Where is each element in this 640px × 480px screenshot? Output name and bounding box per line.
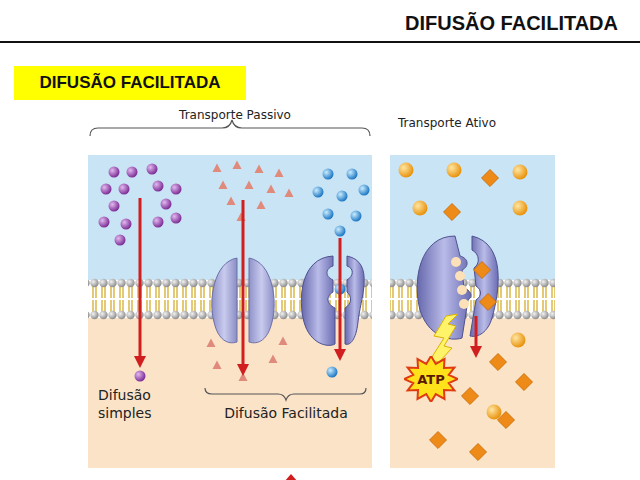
purple-molecules xyxy=(99,164,182,382)
passive-panel xyxy=(88,155,372,468)
page-title: DIFUSÃO FACILITADA xyxy=(405,12,618,35)
process-label: Difusão simples xyxy=(98,386,166,422)
red-pointer xyxy=(284,474,298,480)
highlight-box: DIFUSÃO FACILITADA xyxy=(14,66,246,100)
box-heading: DIFUSÃO FACILITADA xyxy=(39,73,220,93)
channel-protein xyxy=(207,161,294,382)
facilitated-bracket xyxy=(205,388,366,400)
title-rule xyxy=(0,41,640,43)
active-pump xyxy=(399,163,533,461)
region-label: Transporte Ativo xyxy=(398,116,528,132)
active-panel xyxy=(390,155,555,468)
process-label: Difusão Facilitada xyxy=(206,404,366,422)
atp-label: ATP xyxy=(417,372,444,387)
passive-bracket xyxy=(90,120,370,136)
carrier-protein xyxy=(301,169,369,378)
atp-starburst: ATP xyxy=(404,356,458,402)
region-label: Transporte Passivo xyxy=(160,108,310,124)
